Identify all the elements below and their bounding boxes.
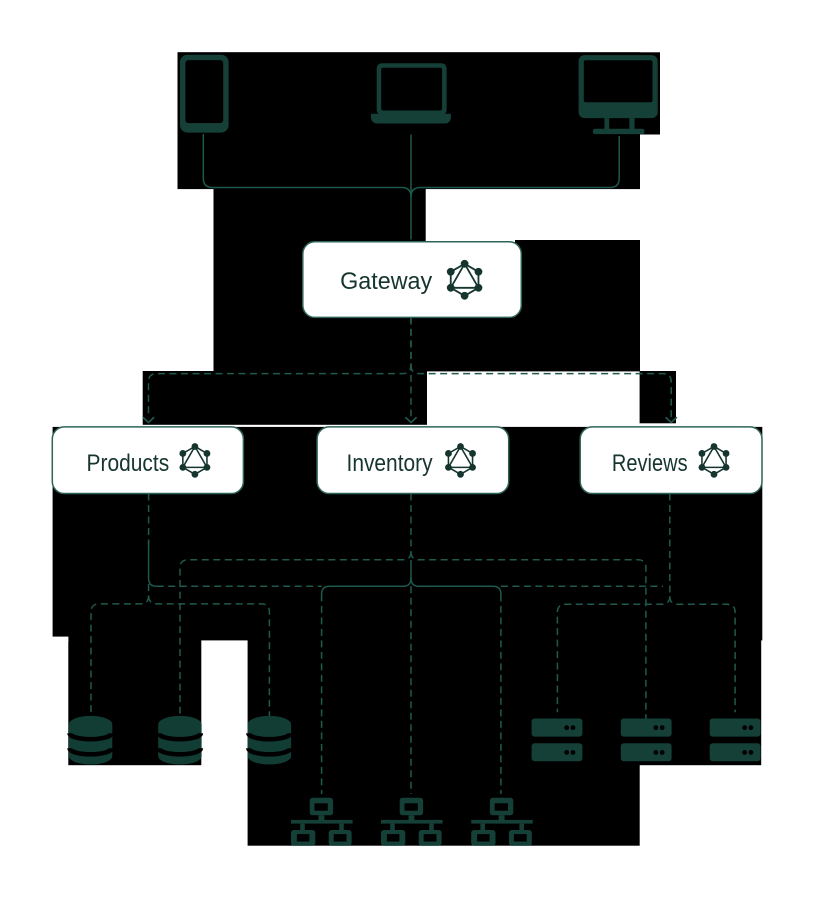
svg-text:Gateway: Gateway bbox=[340, 268, 433, 295]
svg-text:Inventory: Inventory bbox=[347, 450, 434, 477]
svg-text:Reviews: Reviews bbox=[612, 450, 688, 477]
svg-text:Products: Products bbox=[87, 450, 170, 477]
